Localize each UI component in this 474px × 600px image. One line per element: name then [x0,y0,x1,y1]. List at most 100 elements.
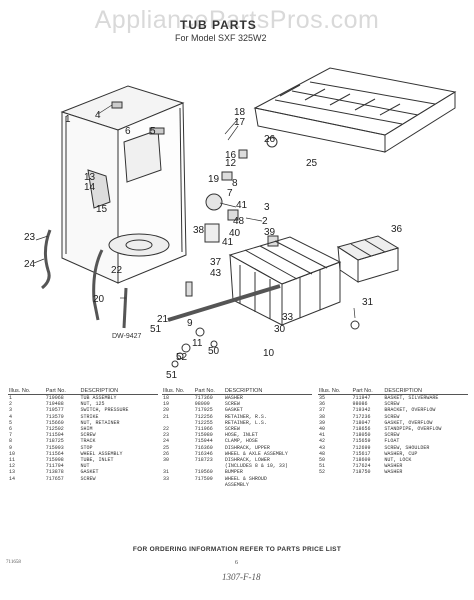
cell-no: 3 [9,407,13,414]
cell-part: 718725 [45,438,64,445]
cell-part: 719488 [45,401,64,408]
cell-part: 712699 [352,444,371,451]
tub-assembly-drawing [60,85,187,284]
callout-37: 37 [210,257,222,268]
cell-part: 718050 [352,432,371,439]
page-title: TUB PARTS [180,18,257,32]
cell-part: 711966 [194,426,213,433]
cell-desc: WHEEL & SHROUD [224,475,267,482]
callout-43: 48 [233,216,245,227]
page-number: 6 [235,560,238,566]
cell-part: 719068 [45,395,64,401]
table-header: Illus. No. Part No. DESCRIPTION [8,388,158,395]
cell-part: 715660 [45,419,64,426]
callout-33: 33 [282,312,294,323]
cell-no: 39 [319,419,326,426]
table-header: Illus. No. Part No. DESCRIPTION [318,388,468,395]
cell-part: 713579 [45,413,64,420]
callout-48: 50 [208,346,220,357]
cell-desc: TRACK [80,438,96,445]
cell-part: 717236 [352,413,371,420]
ordering-notice: FOR ORDERING INFORMATION REFER TO PARTS … [132,546,342,553]
header-desc: DESCRIPTION [383,388,468,395]
callout-15: 15 [96,204,108,215]
document-number: 711658 [6,560,21,565]
cell-part: 715944 [194,438,213,445]
cell-no: 20 [163,407,170,414]
cell-desc: TUB ASSEMBLY [80,395,117,401]
header-part: Part No. [351,388,384,395]
cell-part: 718723 [194,457,213,464]
cell-no: 8 [9,438,13,445]
cell-no: 2 [9,401,13,408]
callout-30: 30 [274,324,286,335]
callout-23: 23 [24,232,36,243]
cell-part: 716346 [194,450,213,457]
header-illus: Illus. No. [162,388,194,395]
cell-desc: BUMPER [224,469,243,476]
cell-part: 715993 [45,444,64,451]
callout-17: 17 [234,117,246,128]
cell-part: 98009 [194,401,210,408]
cell-part: 98086 [352,401,368,408]
cell-part: 718750 [352,469,371,476]
cell-desc: SCREW [384,432,400,439]
cell-part: 715980 [194,432,213,439]
table-row: 23 715980 HOSE, INLET [162,432,312,438]
cell-desc: HOSE, INLET [224,432,258,439]
track-left [92,249,104,321]
cell-no: 14 [9,475,16,482]
table-header: Illus. No. Part No. DESCRIPTION [162,388,312,395]
cell-part: 717360 [194,395,213,401]
callout-12: 12 [225,158,237,169]
callout-19: 19 [208,174,220,185]
cell-desc: NUT, LOCK [384,457,412,464]
cell-no: 5 [9,419,13,426]
cell-part: 715659 [352,438,371,445]
callout-42: 43 [210,268,222,279]
cell-desc: STOP [80,444,93,451]
watermark: AppliancePartsPros.com [94,6,380,34]
callout-10: 10 [263,348,275,359]
cell-desc: WASHER, CUP [384,450,418,457]
callout-11: 11 [192,338,203,349]
callout-25: 25 [306,158,318,169]
inlet-hose-drawing [41,229,52,290]
cell-part: 719577 [45,407,64,414]
cell-no: 19 [163,401,170,408]
cell-no: 23 [163,432,170,439]
cell-part: 717509 [194,475,213,482]
cell-no: 43 [319,444,326,451]
cell-no: 1 [9,395,13,401]
callout-39: 40 [229,228,241,239]
header-part: Part No. [193,388,224,395]
handwritten-note: 1307-F-18 [222,572,261,582]
header-part: Part No. [44,388,80,395]
cell-desc: CLAMP, HOSE [224,438,258,445]
cell-desc: SCREW [384,413,400,420]
cell-desc: WASHER [384,469,403,476]
callout-40: 41 [222,237,234,248]
callout-38: 38 [193,225,205,236]
cell-desc: WASHER [384,463,403,470]
cell-no: 42 [319,438,326,445]
